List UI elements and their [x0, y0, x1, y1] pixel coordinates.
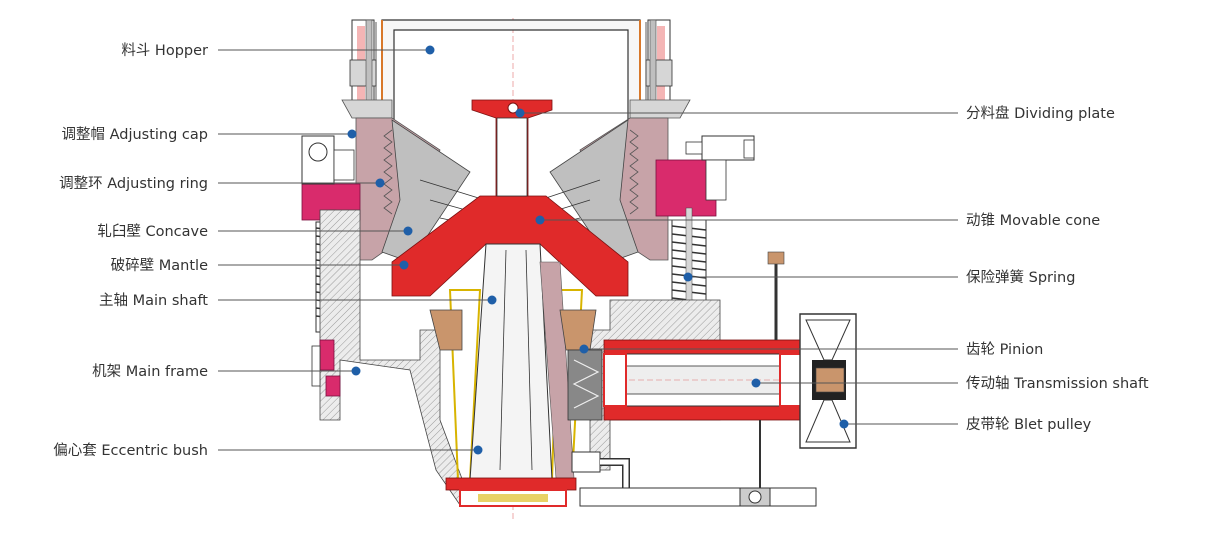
adjusting-cap-part: [341, 99, 393, 119]
callout-dot-main-shaft: [487, 295, 497, 305]
callout-dot-main-frame: [351, 366, 361, 376]
label-mantle: 破碎壁 Mantle: [111, 257, 208, 274]
callout-dot-dividing-plate: [515, 108, 525, 118]
left-tie-rods: [349, 19, 377, 113]
label-hopper: 料斗 Hopper: [121, 42, 208, 59]
right-bearing: [559, 309, 597, 351]
base-part: [445, 477, 577, 507]
callout-dot-adjusting-cap: [347, 129, 357, 139]
bevel-gear: [567, 349, 603, 421]
label-dividing-plate: 分料盘 Dividing plate: [966, 104, 1115, 122]
callout-dot-hopper: [425, 45, 435, 55]
label-adjusting-ring: 调整环 Adjusting ring: [59, 175, 208, 192]
label-belt-pulley: 皮带轮 Blet pulley: [966, 416, 1092, 433]
left-clamp-cylinder: [301, 135, 355, 185]
left-lock-block: [319, 339, 335, 371]
label-concave: 轧臼壁 Concave: [97, 223, 208, 240]
right-concave-liner: [549, 119, 639, 263]
labels: 料斗 Hopper 调整帽 Adjusting cap 调整环 Adjustin…: [53, 42, 1149, 459]
left-concave-liner: [381, 119, 471, 263]
label-main-frame: 机架 Main frame: [92, 363, 208, 380]
lubrication-pipes: [571, 251, 817, 507]
label-spring: 保险弹簧 Spring: [966, 269, 1075, 286]
right-tie-rods: [645, 19, 673, 113]
callout-dot-pinion: [579, 344, 589, 354]
callout-dot-eccentric-bush: [473, 445, 483, 455]
callout-dot-mantle: [399, 260, 409, 270]
left-bearing: [429, 309, 463, 351]
label-pinion: 齿轮 Pinion: [966, 341, 1043, 358]
transmission-shaft-part: [603, 339, 850, 421]
callouts: [218, 45, 958, 455]
callout-dot-concave: [403, 226, 413, 236]
main-shaft-part: [469, 243, 553, 481]
callout-dot-spring: [683, 272, 693, 282]
callout-dot-movable-cone: [535, 215, 545, 225]
right-clamp-cylinder: [685, 135, 755, 201]
label-eccentric-bush: 偏心套 Eccentric bush: [53, 442, 208, 459]
callout-dot-belt-pulley: [839, 419, 849, 429]
label-transmission-shaft: 传动轴 Transmission shaft: [966, 375, 1149, 392]
label-adjusting-cap: 调整帽 Adjusting cap: [61, 126, 208, 143]
callout-dot-adjusting-ring: [375, 178, 385, 188]
label-movable-cone: 动锥 Movable cone: [966, 212, 1100, 229]
callout-dot-transmission-shaft: [751, 378, 761, 388]
label-main-shaft: 主轴 Main shaft: [99, 292, 208, 309]
crusher-drawing: [301, 18, 857, 520]
belt-pulley-part: [799, 313, 857, 449]
